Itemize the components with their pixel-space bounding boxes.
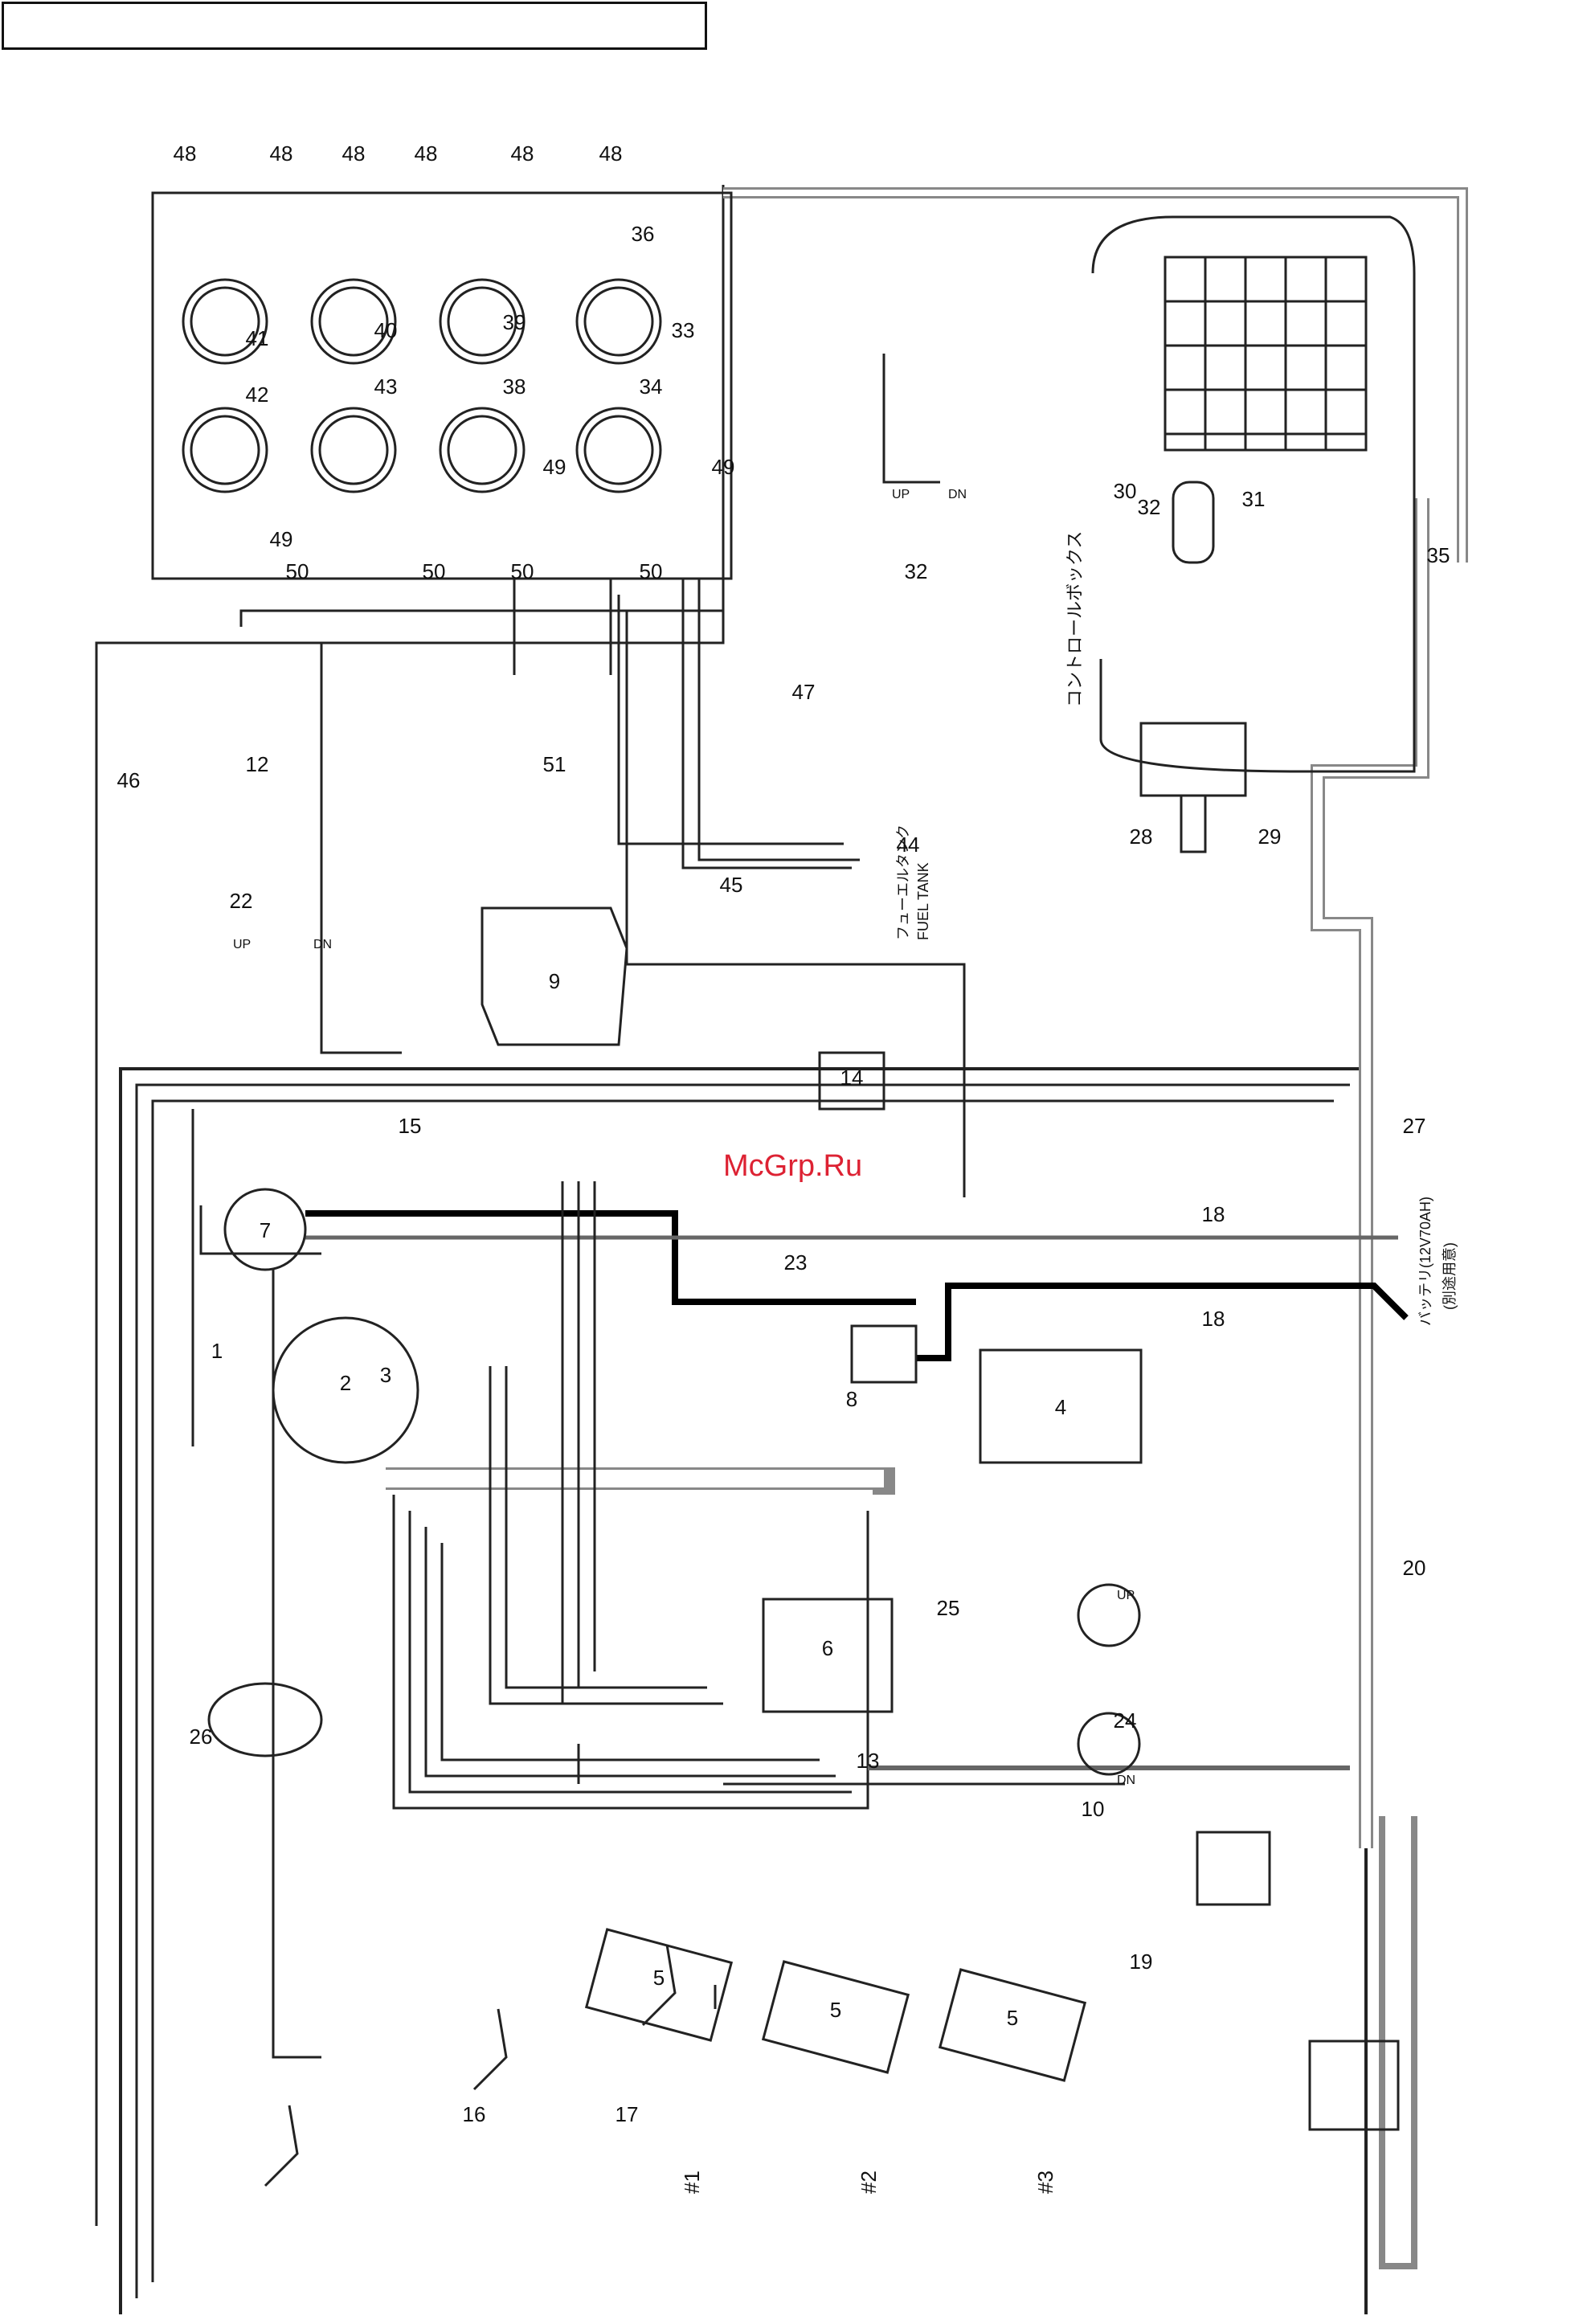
callout-28: 28 xyxy=(1130,824,1153,849)
fuel-tank-en: FUEL TANK xyxy=(915,862,931,940)
callout-41: 41 xyxy=(246,326,269,350)
callout-12: 12 xyxy=(246,752,269,776)
callout-30: 30 xyxy=(1114,479,1137,503)
callout-7: 7 xyxy=(260,1218,271,1242)
callout-26: 26 xyxy=(190,1725,213,1749)
callout-8: 8 xyxy=(846,1387,857,1411)
battery-note: (別途用意) xyxy=(1442,1242,1458,1310)
switch-up-3: UP xyxy=(1117,1589,1135,1602)
callout-45: 45 xyxy=(720,873,743,897)
switch-dn-3: DN xyxy=(1117,1774,1135,1787)
callout-4: 4 xyxy=(1055,1395,1066,1419)
callout-48e: 48 xyxy=(511,141,534,166)
callout-49a: 49 xyxy=(270,527,293,551)
callout-25: 25 xyxy=(937,1596,960,1620)
callout-18b: 18 xyxy=(1202,1307,1225,1331)
callout-33: 33 xyxy=(672,318,695,342)
callout-5a: 5 xyxy=(653,1966,665,1990)
callout-14: 14 xyxy=(840,1066,864,1090)
callout-20: 20 xyxy=(1403,1556,1426,1580)
callout-46: 46 xyxy=(117,768,141,792)
callout-29: 29 xyxy=(1258,824,1282,849)
callout-47: 47 xyxy=(792,680,816,704)
callout-48c: 48 xyxy=(342,141,366,166)
callout-1: 1 xyxy=(211,1339,223,1363)
callout-50b: 50 xyxy=(423,559,446,583)
callout-49b: 49 xyxy=(543,455,566,479)
callout-15: 15 xyxy=(399,1114,422,1138)
callout-19: 19 xyxy=(1130,1950,1153,1974)
callout-13: 13 xyxy=(857,1749,880,1773)
callout-48b: 48 xyxy=(270,141,293,166)
callout-16: 16 xyxy=(463,2102,486,2126)
callout-42: 42 xyxy=(246,383,269,407)
callout-31: 31 xyxy=(1242,487,1266,511)
callout-18a: 18 xyxy=(1202,1202,1225,1226)
callout-39: 39 xyxy=(503,310,526,334)
cyl-2: #2 xyxy=(857,2171,881,2194)
switch-dn-1: DN xyxy=(313,938,332,951)
control-box-label: コントロールボックス xyxy=(1065,531,1085,707)
callout-43: 43 xyxy=(374,374,398,399)
cyl-1: #1 xyxy=(680,2171,704,2194)
callout-50a: 50 xyxy=(286,559,309,583)
callout-48d: 48 xyxy=(415,141,438,166)
switch-up-1: UP xyxy=(233,938,251,951)
fuel-tank-jp: フューエルタンク xyxy=(895,824,911,940)
callout-51: 51 xyxy=(543,752,566,776)
callout-2: 2 xyxy=(340,1371,351,1395)
callout-35: 35 xyxy=(1427,543,1450,567)
callout-48f: 48 xyxy=(599,141,623,166)
callout-23: 23 xyxy=(784,1250,808,1275)
callout-22: 22 xyxy=(230,889,253,913)
callout-17: 17 xyxy=(616,2102,639,2126)
callout-50d: 50 xyxy=(640,559,663,583)
callout-3: 3 xyxy=(380,1363,391,1387)
callout-34: 34 xyxy=(640,374,663,399)
callout-32b: 32 xyxy=(1138,495,1161,519)
cyl-3: #3 xyxy=(1033,2171,1057,2194)
callout-27: 27 xyxy=(1403,1114,1426,1138)
watermark: McGrp.Ru xyxy=(723,1149,862,1184)
callout-9: 9 xyxy=(549,969,560,993)
switch-up-2: UP xyxy=(892,488,910,501)
callout-24: 24 xyxy=(1114,1708,1137,1733)
callout-49c: 49 xyxy=(712,455,735,479)
callout-10: 10 xyxy=(1082,1797,1105,1821)
switch-dn-2: DN xyxy=(948,488,967,501)
callout-5c: 5 xyxy=(1007,2006,1018,2030)
callout-32a: 32 xyxy=(905,559,928,583)
callout-48a: 48 xyxy=(174,141,197,166)
battery-label: バッテリ(12V70AH) xyxy=(1417,1197,1433,1326)
callout-40: 40 xyxy=(374,318,398,342)
callout-38: 38 xyxy=(503,374,526,399)
callout-6: 6 xyxy=(822,1636,833,1660)
callout-5b: 5 xyxy=(830,1998,841,2022)
callout-36: 36 xyxy=(632,222,655,246)
callout-50c: 50 xyxy=(511,559,534,583)
